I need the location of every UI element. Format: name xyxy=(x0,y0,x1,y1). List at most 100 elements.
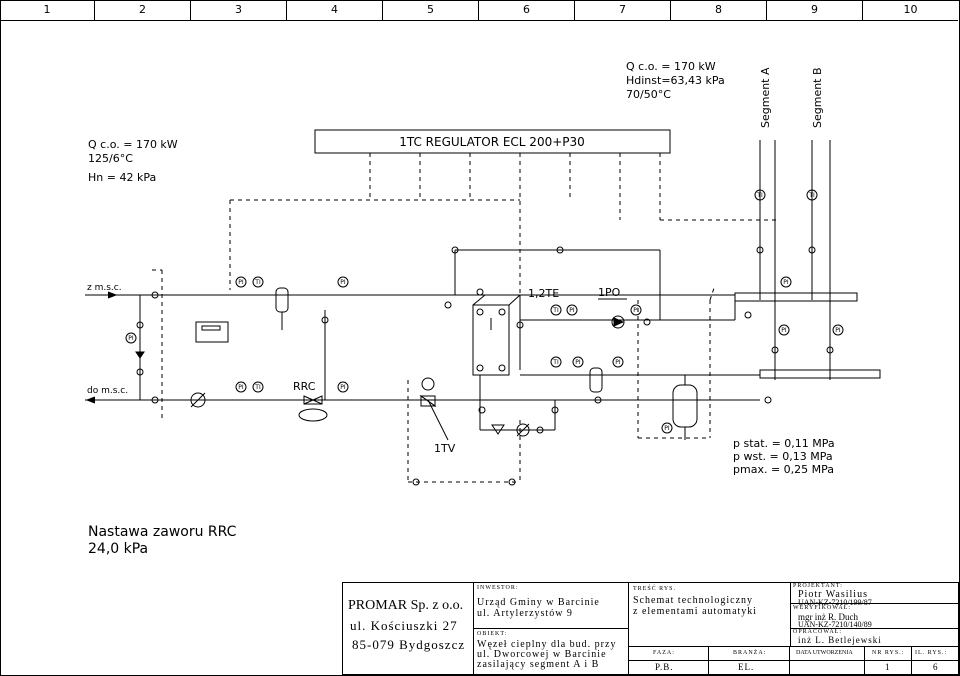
left-param-q: Q c.o. = 170 kW xyxy=(88,138,178,151)
il-value: 6 xyxy=(933,662,938,672)
il-value-cell xyxy=(911,660,959,675)
pressure-gauge-icon xyxy=(337,276,349,288)
heat-exchanger xyxy=(472,304,510,376)
ball-valve-icon xyxy=(764,396,772,404)
verifier-label: WERYFIKOWAŁ: xyxy=(793,605,851,611)
pi-label: PI xyxy=(238,279,244,286)
dirt-separator-secondary xyxy=(589,367,603,393)
flow-meter-icon xyxy=(516,423,530,437)
ball-valve-icon xyxy=(643,318,651,326)
content-line-1: Schemat technologiczny xyxy=(633,595,754,606)
designer-label: PROJEKTANT: xyxy=(793,583,843,589)
pressure-gauge-icon xyxy=(566,304,578,316)
ball-valve-icon xyxy=(551,406,559,414)
column-header: 7 xyxy=(575,0,671,20)
pressure-max: pmax. = 0,25 MPa xyxy=(733,463,834,476)
faza-value: P.B. xyxy=(655,662,674,672)
pi-label: PI xyxy=(783,279,789,286)
content-label: TREŚĆ RYS. xyxy=(633,586,677,592)
segment-a-label: Segment A xyxy=(759,67,772,128)
return-label: do m.s.c. xyxy=(87,386,128,396)
expansion-vessel xyxy=(672,384,698,428)
pressure-gauge-icon xyxy=(630,304,642,316)
check-valve-icon xyxy=(135,351,145,359)
object-line-3: zasilający segment A i B xyxy=(477,659,600,670)
ball-valve-icon xyxy=(136,321,144,329)
pi-label: PI xyxy=(569,307,575,314)
ball-valve-icon xyxy=(826,346,834,354)
ti-label: TI xyxy=(756,192,763,199)
pi-label: PI xyxy=(633,307,639,314)
company-street: ul. Kościuszki 27 xyxy=(350,618,458,633)
object-label: OBIEKT: xyxy=(477,631,508,637)
pressure-working: p wst. = 0,13 MPa xyxy=(733,450,833,463)
ti-label: TI xyxy=(254,384,261,391)
supply-label: z m.s.c. xyxy=(87,283,122,293)
content-line-2: z elementami automatyki xyxy=(633,606,758,617)
pi-label: PI xyxy=(340,384,346,391)
author-name: inż L. Betlejewski xyxy=(798,635,882,645)
pi-label: PI xyxy=(835,327,841,334)
column-header: 8 xyxy=(671,0,767,20)
ball-valve-icon xyxy=(151,396,159,404)
pi-label: PI xyxy=(664,425,670,432)
ball-valve-icon xyxy=(136,368,144,376)
ball-valve-icon xyxy=(412,478,420,486)
regulator-label: 1TC REGULATOR ECL 200+P30 xyxy=(399,135,585,149)
pressure-gauge-icon xyxy=(125,332,137,344)
regulator-box xyxy=(314,129,671,154)
pressure-gauge-icon xyxy=(832,324,844,336)
pi-label: PI xyxy=(128,335,134,342)
pressure-gauge-icon xyxy=(661,422,673,434)
thermometer-icon xyxy=(754,189,766,201)
il-label: IL. RYS.: xyxy=(915,650,948,656)
ball-valve-icon xyxy=(451,246,459,254)
thermometer-icon xyxy=(550,304,562,316)
investor-label: INWESTOR: xyxy=(477,585,519,591)
segment-b-label: Segment B xyxy=(811,67,824,128)
column-header: 4 xyxy=(287,0,383,20)
pipe-segment xyxy=(190,392,206,408)
branza-value: EL. xyxy=(738,662,755,672)
pressure-gauge-icon xyxy=(235,381,247,393)
rrc-diaphragm-icon xyxy=(298,408,328,422)
pipe-segment xyxy=(201,325,221,331)
ball-valve-icon xyxy=(556,246,564,254)
right-param-hdinst: Hdinst=63,43 kPa xyxy=(626,74,725,87)
ball-valve-icon xyxy=(321,316,329,324)
he-port xyxy=(476,364,484,372)
company-name: PROMAR Sp. z o.o. xyxy=(348,598,464,613)
designer-license: UAN-KZ-7210/199/87 xyxy=(798,598,872,607)
object-line-2: ul. Dworcowej w Barcinie xyxy=(477,649,607,660)
nr-value: 1 xyxy=(885,662,890,672)
column-header: 6 xyxy=(479,0,575,20)
pressure-gauge-icon xyxy=(612,356,624,368)
column-header-row: 1 2 3 4 5 6 7 8 9 10 xyxy=(0,0,958,21)
ball-valve-icon xyxy=(151,291,159,299)
pi-label: PI xyxy=(781,327,787,334)
column-header: 9 xyxy=(767,0,863,20)
faza-label: FAZA: xyxy=(653,650,675,656)
ball-valve-icon xyxy=(808,246,816,254)
company-city: 85-079 Bydgoszcz xyxy=(352,637,466,652)
control-lines xyxy=(152,153,780,483)
ball-valve-icon xyxy=(771,346,779,354)
column-header: 5 xyxy=(383,0,479,20)
pump-arrow-icon xyxy=(613,317,625,327)
pipe-segment xyxy=(472,294,486,306)
investor-name: Urząd Gminy w Barcinie xyxy=(477,597,600,608)
return-flow-meter-icon xyxy=(190,392,206,408)
thermometer-icon xyxy=(550,356,562,368)
thermometer-icon xyxy=(252,276,264,288)
ball-valve-icon xyxy=(516,321,524,329)
branza-label: BRANŻA: xyxy=(733,650,767,656)
he-label: 1,2TE xyxy=(528,287,559,300)
column-header: 3 xyxy=(191,0,287,20)
thermometer-icon xyxy=(806,189,818,201)
pressure-gauge-icon xyxy=(235,276,247,288)
nr-label: NR RYS.: xyxy=(872,650,905,656)
left-param-temp: 125/6°C xyxy=(88,152,133,165)
pi-label: PI xyxy=(575,359,581,366)
date-label: DATA UTWORZENIA xyxy=(796,650,853,656)
